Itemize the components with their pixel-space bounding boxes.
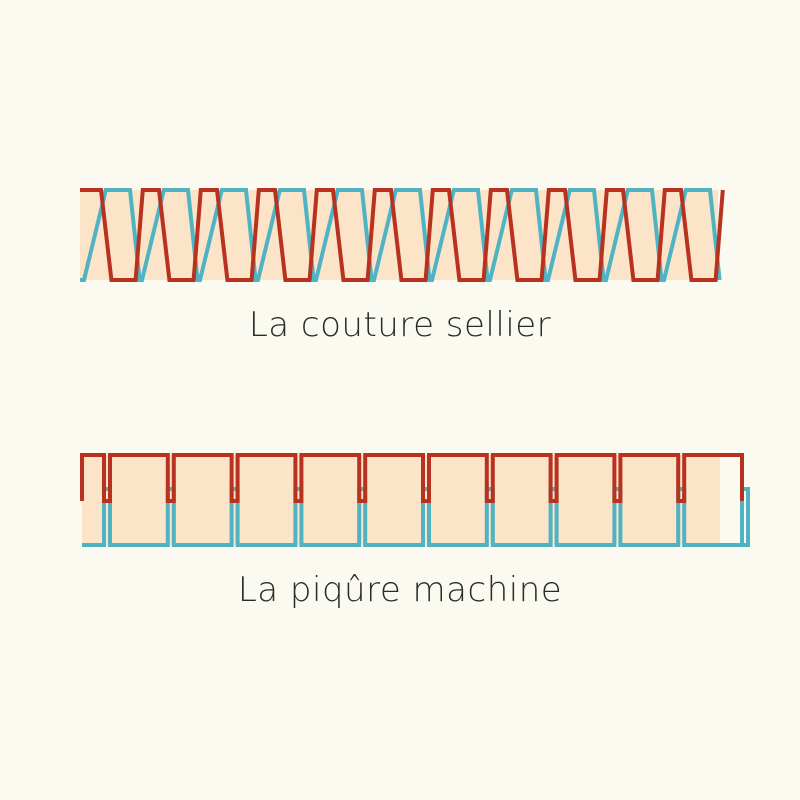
machine-stitch-caption: La piqûre machine	[237, 570, 563, 610]
saddle-stitch-diagram	[80, 188, 725, 282]
saddle-top-thread-line	[80, 188, 725, 282]
machine-stitch-diagram	[80, 453, 750, 547]
saddle-top-thread	[80, 188, 725, 282]
saddle-bottom-thread-line	[80, 188, 722, 282]
saddle-bottom-thread	[80, 188, 722, 282]
machine-bottom-thread-line	[82, 487, 750, 547]
machine-bottom-thread	[82, 487, 750, 547]
saddle-stitch-caption: La couture sellier	[248, 305, 552, 345]
machine-top-thread	[80, 453, 744, 503]
machine-top-thread-line	[80, 453, 744, 503]
machine-leather-strip	[82, 455, 720, 545]
